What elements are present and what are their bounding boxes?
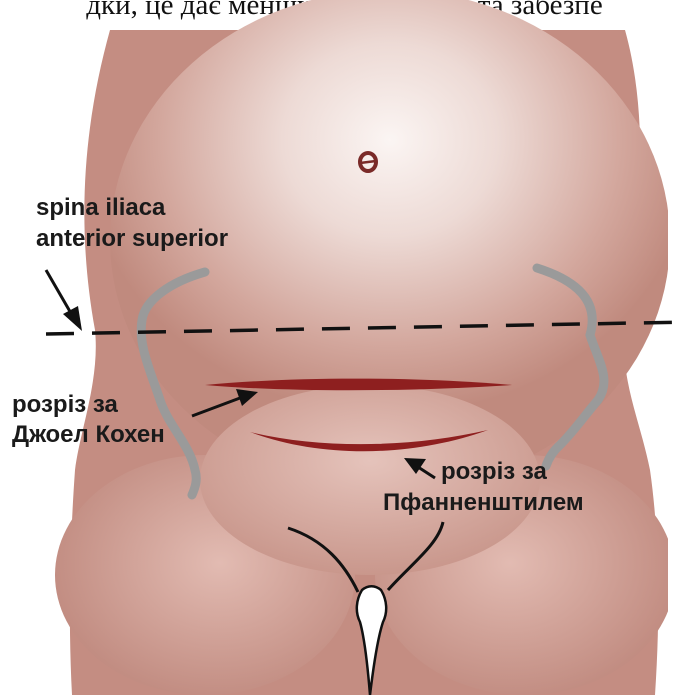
arrow-spina xyxy=(46,270,82,331)
label-pfannenstiel-line1: розріз за xyxy=(441,458,547,485)
label-joel-line1: розріз за xyxy=(12,391,118,418)
label-spina-line1: spina iliaca xyxy=(36,194,166,221)
label-pfannenstiel-line2: Пфанненштилем xyxy=(383,489,584,516)
label-spina-line2: anterior superior xyxy=(36,225,228,252)
label-joel-line2: Джоел Кохен xyxy=(12,421,165,448)
